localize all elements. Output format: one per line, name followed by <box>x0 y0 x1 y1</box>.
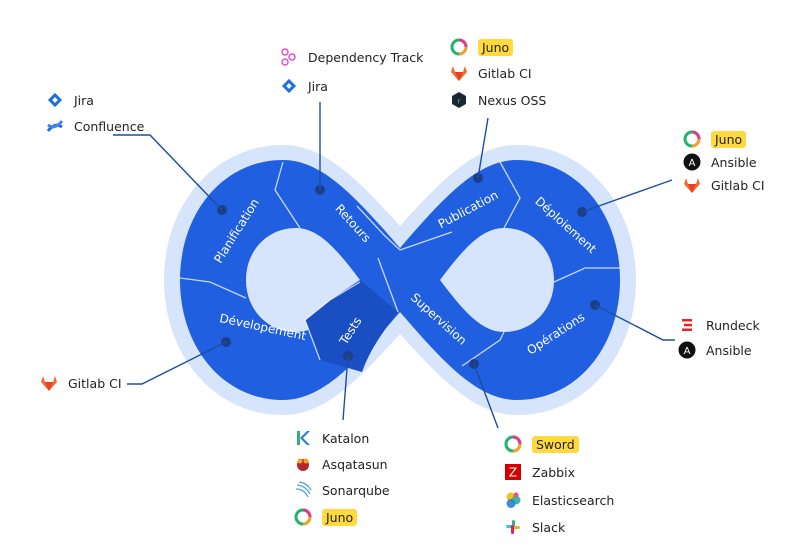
tool-confluence: Confluence <box>45 115 144 137</box>
gitlab-icon <box>39 373 59 393</box>
svg-text:Z: Z <box>509 466 517 480</box>
katalon-icon <box>293 428 313 448</box>
ansible-icon: A <box>677 340 697 360</box>
dependency-track-icon <box>279 47 299 67</box>
tool-elasticsearch: Elasticsearch <box>503 489 614 511</box>
tool-slack: Slack <box>503 516 565 538</box>
tool-jira: Jira <box>279 75 328 97</box>
tool-dependency-track: Dependency Track <box>279 46 423 68</box>
zabbix-icon: Z <box>503 462 523 482</box>
tool-nexus-oss: r Nexus OSS <box>449 89 546 111</box>
elasticsearch-icon <box>503 490 523 510</box>
tool-juno: Juno <box>449 36 514 58</box>
tests-segment-shade <box>305 280 398 372</box>
jira-icon <box>279 76 299 96</box>
tool-sword: Sword <box>503 433 579 455</box>
connector-lines <box>113 102 675 429</box>
tool-gitlab-ci: Gitlab CI <box>39 372 122 394</box>
tool-rundeck: Rundeck <box>677 314 760 336</box>
juno-icon <box>449 37 469 57</box>
tool-gitlab-ci: Gitlab CI <box>682 174 765 196</box>
tool-juno: Juno <box>682 128 747 150</box>
sword-icon <box>503 434 523 454</box>
sonarqube-icon <box>293 480 313 500</box>
svg-text:r: r <box>458 98 461 106</box>
tool-sonarqube: Sonarqube <box>293 479 390 501</box>
gitlab-icon <box>449 63 469 83</box>
juno-icon <box>293 507 313 527</box>
loop-ring <box>180 160 620 400</box>
gitlab-icon <box>682 175 702 195</box>
asqatasun-icon <box>293 454 313 474</box>
rundeck-icon <box>677 315 697 335</box>
svg-text:A: A <box>689 158 696 169</box>
confluence-icon <box>45 116 65 136</box>
slack-icon <box>503 517 523 537</box>
tool-asqatasun: Asqatasun <box>293 453 388 475</box>
jira-icon <box>45 90 65 110</box>
tool-katalon: Katalon <box>293 427 369 449</box>
ansible-icon: A <box>682 152 702 172</box>
tool-zabbix: Z Zabbix <box>503 461 575 483</box>
nexus-icon: r <box>449 90 469 110</box>
tool-jira: Jira <box>45 89 94 111</box>
tool-juno: Juno <box>293 506 358 528</box>
tool-ansible: A Ansible <box>682 151 757 173</box>
segment-separators <box>179 161 620 367</box>
tool-ansible: A Ansible <box>677 339 752 361</box>
tool-gitlab-ci: Gitlab CI <box>449 62 532 84</box>
svg-text:A: A <box>684 346 691 357</box>
juno-icon <box>682 129 702 149</box>
